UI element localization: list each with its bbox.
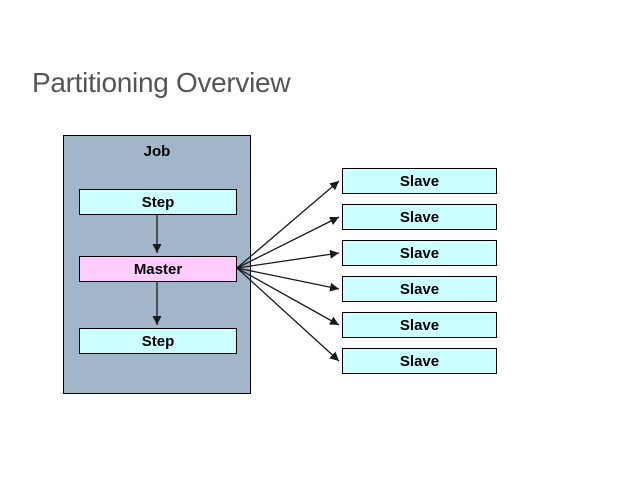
slave-box-3: Slave: [342, 240, 497, 266]
slave-box-1: Slave: [342, 168, 497, 194]
slave-box-6: Slave: [342, 348, 497, 374]
step-top-label: Step: [141, 193, 175, 211]
slide-title: Partitioning Overview: [32, 67, 291, 98]
slave-label-3: Slave: [399, 244, 440, 262]
slave-label-5: Slave: [399, 316, 440, 334]
step-bottom-label: Step: [141, 332, 175, 350]
arrow-master-to-slave-4: [236, 267, 340, 292]
slave-label-4: Slave: [399, 280, 440, 298]
arrow-master-to-slave-1: [236, 180, 340, 269]
master-box: Master: [79, 256, 237, 282]
slave-box-4: Slave: [342, 276, 497, 302]
step-top-box: Step: [79, 189, 237, 215]
slave-label-6: Slave: [399, 352, 440, 370]
slave-box-5: Slave: [342, 312, 497, 338]
arrow-master-to-slave-6: [236, 267, 340, 362]
slave-box-2: Slave: [342, 204, 497, 230]
slave-label-1: Slave: [399, 172, 440, 190]
slave-label-2: Slave: [399, 208, 440, 226]
arrow-master-to-slave-3: [236, 249, 340, 269]
arrow-master-to-slave-2: [236, 216, 340, 269]
master-label: Master: [133, 260, 183, 278]
job-label: Job: [143, 143, 171, 160]
job-container: Job Step Master Step: [63, 135, 251, 394]
step-bottom-box: Step: [79, 328, 237, 354]
arrow-master-to-slave-5: [236, 267, 340, 326]
